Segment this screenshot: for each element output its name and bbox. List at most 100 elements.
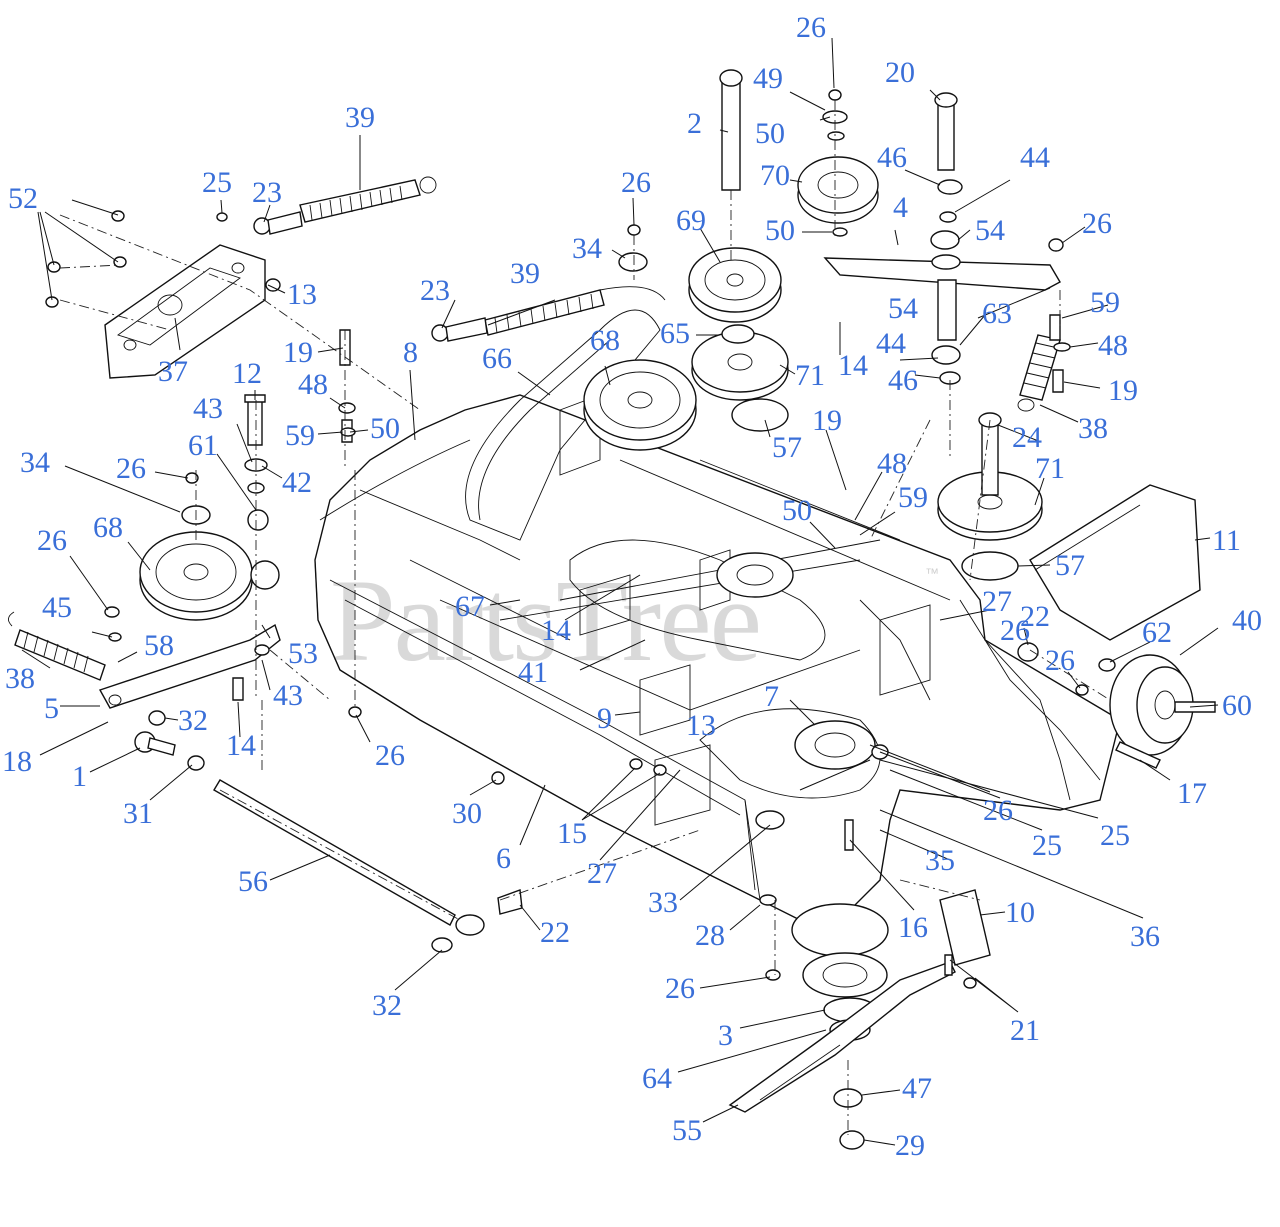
callout-60: 60 (1222, 689, 1252, 722)
callout-11: 11 (1212, 524, 1241, 557)
callout-26-near22: 26 (1000, 614, 1030, 647)
callout-27-right: 27 (982, 585, 1012, 618)
spring-38-left (8, 611, 106, 681)
bolt-23-left (253, 211, 303, 235)
callout-21: 21 (1010, 1014, 1040, 1047)
callout-27-lower: 27 (587, 857, 617, 890)
callout-15: 15 (557, 817, 587, 850)
leader-lines (21, 37, 1219, 1146)
deck-shell (314, 309, 1121, 921)
callout-6: 6 (496, 842, 511, 875)
spring-38-right (1017, 238, 1071, 412)
callout-23-left: 23 (252, 176, 282, 209)
callout-35: 35 (925, 844, 955, 877)
deck-hardware-center (629, 642, 1089, 906)
callout-63: 63 (982, 297, 1012, 330)
callout-45: 45 (42, 591, 72, 624)
callout-41: 41 (518, 656, 548, 689)
callout-68-center: 68 (590, 324, 620, 357)
rod-56 (213, 779, 485, 936)
blade-55 (728, 961, 956, 1113)
callout-54-lower: 54 (888, 292, 918, 325)
callout-2: 2 (687, 107, 702, 140)
callout-26-right: 26 (1082, 207, 1112, 240)
callout-55: 55 (672, 1114, 702, 1147)
callout-67: 67 (455, 590, 485, 623)
callout-43-upper: 43 (193, 392, 223, 425)
callout-19-center: 19 (812, 404, 842, 437)
callout-1: 1 (72, 760, 87, 793)
callout-36: 36 (1130, 920, 1160, 953)
callout-59-left: 59 (285, 419, 315, 452)
callout-19-left: 19 (283, 336, 313, 369)
pulley-71-center (691, 331, 789, 401)
callout-32-upper: 32 (178, 704, 208, 737)
blade-hardware (765, 969, 977, 1150)
callout-69: 69 (676, 204, 706, 237)
callout-34-center: 34 (572, 232, 602, 265)
callout-20: 20 (885, 56, 915, 89)
callout-58: 58 (144, 629, 174, 662)
callout-48-right: 48 (1098, 329, 1128, 362)
callout-59-center: 59 (898, 481, 928, 514)
callout-4: 4 (893, 191, 908, 224)
idler-arm-4 (823, 230, 1061, 385)
callout-65: 65 (660, 317, 690, 350)
callout-62: 62 (1142, 616, 1172, 649)
callout-18: 18 (2, 745, 32, 778)
belt-cover-11 (1029, 484, 1201, 641)
callout-59-right: 59 (1090, 286, 1120, 319)
callout-42: 42 (282, 466, 312, 499)
callout-37: 37 (158, 355, 188, 388)
callout-64: 64 (642, 1062, 672, 1095)
callout-52: 52 (8, 182, 38, 215)
callout-26-left2: 26 (37, 524, 67, 557)
callout-3: 3 (718, 1019, 733, 1052)
callout-23-center: 23 (420, 274, 450, 307)
callout-70: 70 (760, 159, 790, 192)
callout-57-right: 57 (1055, 549, 1085, 582)
callout-26-bottom: 26 (665, 972, 695, 1005)
callout-10: 10 (1005, 896, 1035, 929)
callout-71-center: 71 (795, 359, 825, 392)
bolt-23-center (431, 317, 488, 342)
callout-34-left: 34 (20, 446, 50, 479)
callout-17: 17 (1177, 777, 1207, 810)
washer-stack-center (618, 89, 848, 432)
callout-61: 61 (188, 429, 218, 462)
callout-25-left: 25 (202, 166, 232, 199)
callout-13-left: 13 (287, 278, 317, 311)
callout-54-upper: 54 (975, 214, 1005, 247)
callout-50-upper: 50 (765, 214, 795, 247)
callout-26-upper: 26 (621, 166, 651, 199)
callout-26-deck: 26 (375, 739, 405, 772)
callout-49: 49 (753, 62, 783, 95)
callout-32-lower: 32 (372, 989, 402, 1022)
spring-39-left (299, 176, 437, 223)
pulley-69 (688, 247, 782, 323)
callout-53: 53 (288, 637, 318, 670)
callout-57-center: 57 (772, 431, 802, 464)
callout-19-right: 19 (1108, 374, 1138, 407)
callout-39-center: 39 (510, 257, 540, 290)
callout-40: 40 (1232, 604, 1262, 637)
callout-46-upper: 46 (877, 141, 907, 174)
callout-24: 24 (1012, 421, 1042, 454)
callout-labels: 1 2 3 4 5 6 7 8 9 10 11 12 13 13 14 14 1… (2, 11, 1262, 1162)
callout-56: 56 (238, 865, 268, 898)
bolt-20 (934, 92, 963, 223)
callout-5: 5 (44, 692, 59, 725)
callout-26-top: 26 (796, 11, 826, 44)
callout-12: 12 (232, 357, 262, 390)
callout-22-bottom: 22 (540, 916, 570, 949)
callout-30: 30 (452, 797, 482, 830)
bracket-10 (939, 889, 991, 976)
wheel-40 (1098, 654, 1216, 769)
spring-39-center (484, 286, 666, 336)
callout-26-left1: 26 (116, 452, 146, 485)
callout-22-right: 22 (1020, 600, 1050, 633)
callout-14-left: 14 (226, 729, 256, 762)
callout-50-center: 50 (782, 494, 812, 527)
callout-33: 33 (648, 886, 678, 919)
callout-28: 28 (695, 919, 725, 952)
